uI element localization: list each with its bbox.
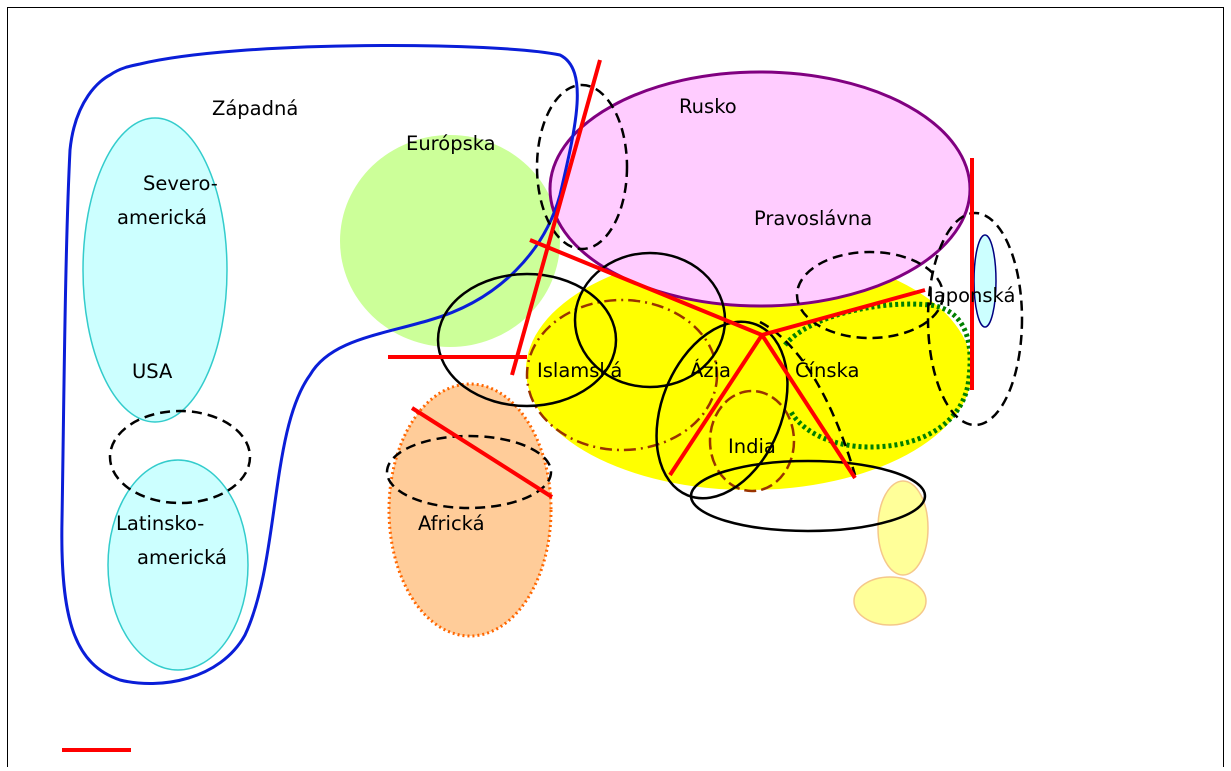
- diagram-frame: [7, 7, 1224, 767]
- label-severo-americka: americká: [117, 206, 207, 229]
- fault-line: [760, 333, 857, 480]
- label-europska: Európska: [406, 132, 496, 155]
- label-india: India: [728, 435, 776, 458]
- western-outline: [60, 44, 579, 686]
- americas-overlap: [108, 409, 252, 505]
- fault-line: [529, 238, 763, 337]
- islamic-core-outline: [525, 298, 719, 452]
- label-latinsko-americka: americká: [137, 546, 227, 569]
- fault-line: [410, 406, 554, 499]
- europe-russia-overlap: [535, 83, 629, 251]
- pale-yellow-shape-2: [853, 576, 927, 626]
- label-islamska: Islamská: [537, 359, 622, 382]
- southeast-overlap: [689, 459, 927, 533]
- label-japonska: Japonská: [926, 284, 1015, 307]
- india-outline: [708, 389, 796, 493]
- japan-overlap: [926, 211, 1024, 427]
- fault-line: [668, 333, 764, 477]
- label-africka: Africká: [418, 512, 485, 535]
- label-pravoslavna: Pravoslávna: [754, 207, 872, 230]
- fault-line: [510, 59, 602, 376]
- africa-islam-overlap: [385, 434, 553, 510]
- label-cinska: Čínska: [795, 358, 859, 382]
- japan-region: [973, 234, 997, 328]
- label-zapadna: Západná: [212, 97, 298, 120]
- fault-line: [761, 288, 926, 337]
- label-usa: USA: [132, 360, 173, 383]
- china-india-overlap: [759, 320, 857, 476]
- europe-region: [340, 135, 560, 347]
- latin-america-region: [107, 459, 249, 671]
- russia-china-overlap: [795, 250, 945, 340]
- label-severo: Severo-: [143, 172, 218, 195]
- label-rusko: Rusko: [679, 95, 737, 118]
- pale-yellow-shape-1: [877, 480, 929, 576]
- asia-core-overlap: [655, 320, 789, 500]
- label-azia: Ázia: [690, 359, 731, 382]
- islam-europe-overlap: [436, 272, 618, 408]
- north-america-region: [82, 117, 228, 423]
- africa-region: [387, 382, 553, 638]
- label-latinsko: Latinsko-: [116, 512, 204, 535]
- fault-lines: [62, 59, 974, 752]
